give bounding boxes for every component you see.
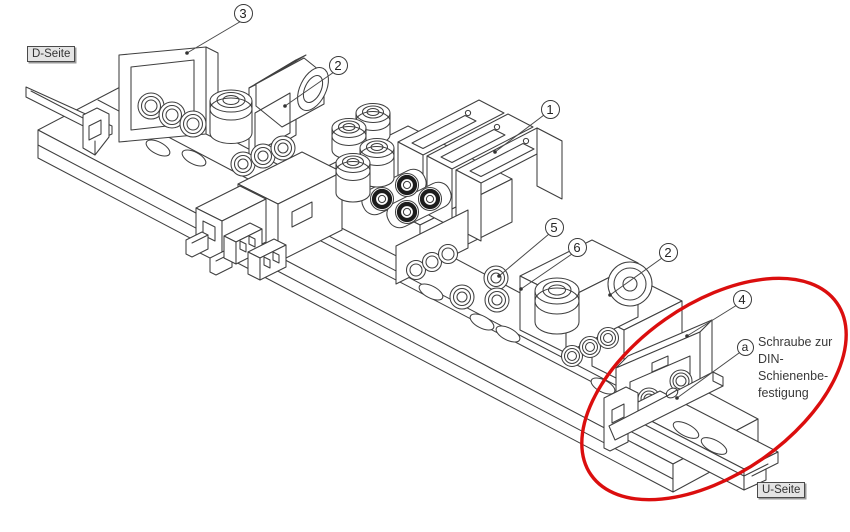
solenoid-and-terminal-blocks bbox=[185, 151, 343, 281]
callout-1: 1 bbox=[540, 99, 560, 119]
leader-lines bbox=[186, 19, 740, 399]
d-side-end-plate bbox=[118, 46, 219, 143]
elbow-fitting-left bbox=[209, 54, 329, 177]
d-side-label: D-Seite bbox=[27, 46, 76, 62]
leader-dot bbox=[685, 334, 689, 338]
leader-dot bbox=[608, 293, 612, 297]
leader-dot bbox=[497, 274, 501, 278]
callout-6: 6 bbox=[567, 237, 587, 257]
callout-3: 3 bbox=[233, 3, 253, 23]
tube-fitting-cluster bbox=[331, 102, 395, 203]
annotation-line: Schraube zur bbox=[758, 335, 833, 349]
leader-dots bbox=[185, 51, 689, 400]
base-plug-fittings bbox=[449, 265, 510, 313]
din-screw-annotation: Schraube zur DIN- Schienenbe- festigung bbox=[758, 334, 850, 402]
u-side-label: U-Seite bbox=[757, 482, 806, 498]
leader-dot bbox=[283, 104, 287, 108]
callout-2-left: 2 bbox=[328, 55, 348, 75]
annotation-line: DIN- bbox=[758, 352, 784, 366]
elbow-fitting-right bbox=[519, 239, 653, 368]
leader-dot bbox=[185, 51, 189, 55]
leader-line bbox=[498, 233, 550, 277]
leader-line bbox=[520, 253, 573, 290]
callout-2-right: 2 bbox=[658, 242, 678, 262]
din-rail-screw-bar bbox=[608, 371, 724, 441]
leader-line bbox=[609, 257, 663, 296]
leader-line bbox=[676, 352, 740, 399]
callout-a-marker: a bbox=[736, 338, 754, 356]
annotation-line: festigung bbox=[758, 386, 809, 400]
leader-line bbox=[686, 304, 738, 337]
port-gasket-plates bbox=[361, 168, 452, 229]
leader-dot bbox=[519, 287, 523, 291]
callout-5: 5 bbox=[544, 217, 564, 237]
highlight-ellipse bbox=[580, 276, 848, 502]
leader-line bbox=[186, 19, 244, 54]
din-rail-left-stub bbox=[25, 86, 113, 156]
leader-line bbox=[284, 71, 335, 107]
leader-dot bbox=[493, 150, 497, 154]
port-band bbox=[395, 209, 469, 285]
leader-dot bbox=[675, 396, 679, 400]
leader-line bbox=[494, 114, 545, 153]
callout-4: 4 bbox=[732, 289, 752, 309]
annotation-line: Schienenbe- bbox=[758, 369, 829, 383]
dark-port-rings bbox=[369, 172, 443, 225]
